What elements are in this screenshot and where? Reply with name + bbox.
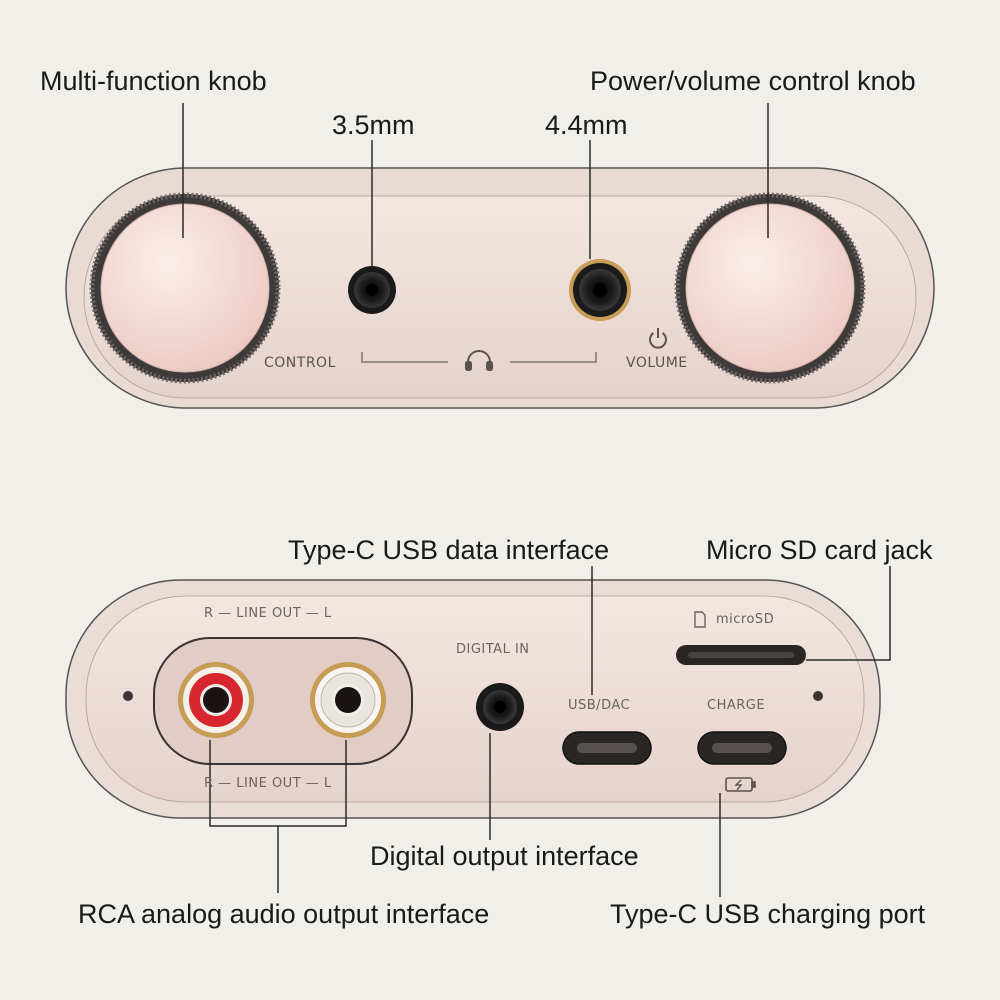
callout-jack-4-4mm: 4.4mm	[545, 110, 628, 140]
screw-hole-right	[813, 691, 823, 701]
rca-left-jack	[310, 662, 386, 738]
power-icon	[649, 328, 667, 349]
microsd-label: microSD	[716, 612, 775, 627]
screw-hole-left	[123, 691, 133, 701]
multi-function-knob	[89, 192, 281, 384]
rear-panel	[65, 579, 881, 819]
headphone-icon	[465, 350, 493, 371]
callout-rca-output: RCA analog audio output interface	[78, 899, 490, 929]
headphone-bracket	[361, 352, 597, 363]
callout-power-volume-knob: Power/volume control knob	[590, 66, 916, 96]
callout-digital-output: Digital output interface	[370, 841, 639, 871]
callout-type-c-charging: Type-C USB charging port	[610, 899, 926, 929]
rca-right-jack	[178, 662, 254, 738]
jack-3-5mm	[348, 266, 396, 314]
volume-label: VOLUME	[626, 355, 688, 371]
leader-lines	[182, 103, 891, 897]
usb-dac-label: USB/DAC	[568, 698, 631, 713]
control-label: CONTROL	[264, 355, 336, 371]
sd-card-icon	[694, 611, 706, 628]
callout-micro-sd-jack: Micro SD card jack	[706, 535, 933, 565]
microsd-slot	[676, 645, 806, 665]
charge-label: CHARGE	[707, 698, 766, 713]
callout-type-c-usb-data: Type-C USB data interface	[288, 535, 610, 565]
digital-in-jack	[476, 683, 524, 731]
front-panel	[65, 167, 935, 409]
usb-c-data-port	[562, 731, 652, 765]
line-out-label-top: R — LINE OUT — L	[204, 606, 332, 621]
digital-in-label: DIGITAL IN	[456, 642, 530, 657]
battery-charging-icon	[725, 777, 756, 792]
usb-c-charge-port	[697, 731, 787, 765]
jack-4-4mm	[569, 259, 631, 321]
callout-multi-function-knob: Multi-function knob	[40, 66, 267, 96]
line-out-label-bottom: R — LINE OUT — L	[204, 776, 332, 791]
callout-jack-3-5mm: 3.5mm	[332, 110, 415, 140]
volume-knob	[674, 192, 866, 384]
